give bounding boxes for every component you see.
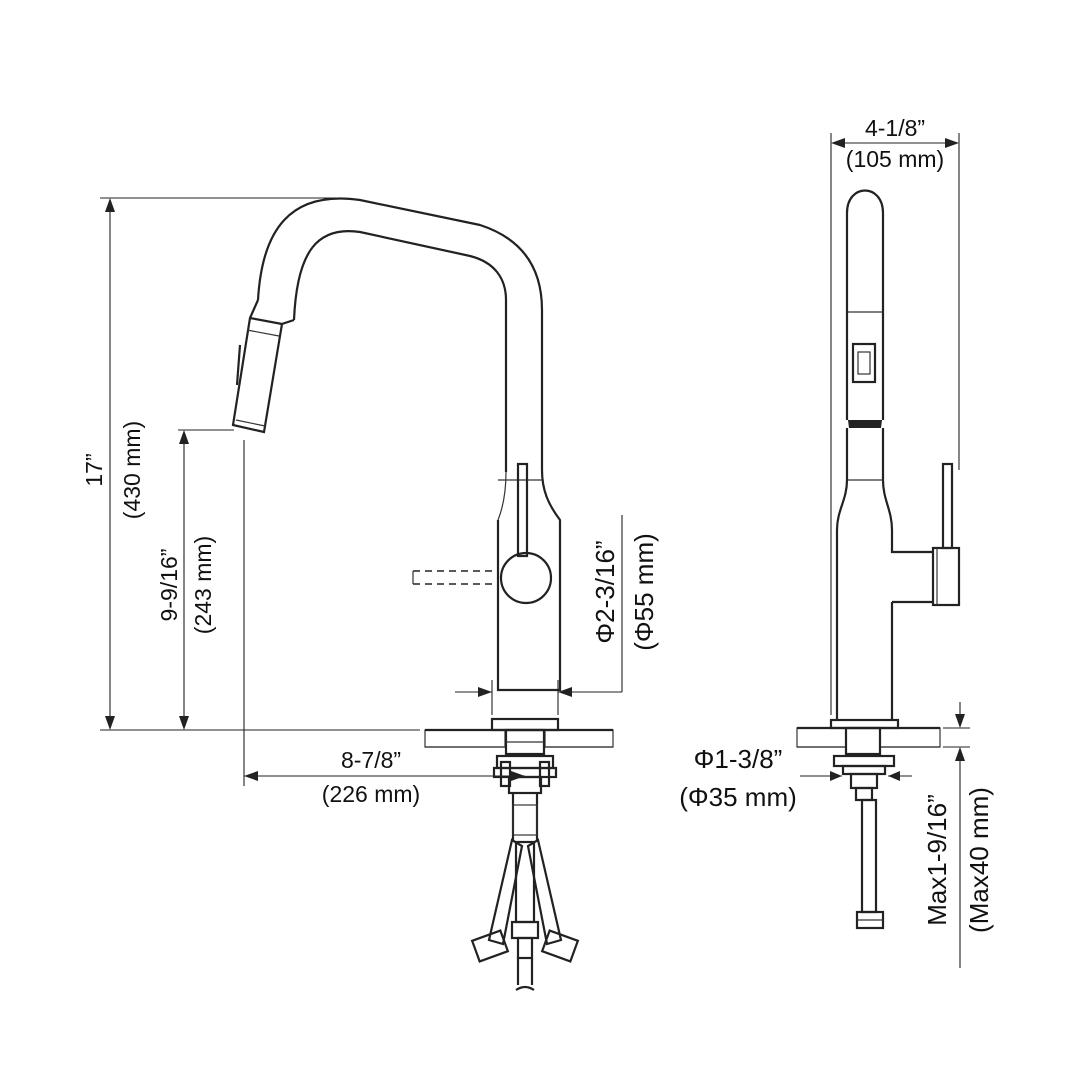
spray-head-front xyxy=(231,299,295,434)
base-diameter-imperial: Φ2-3/16” xyxy=(590,540,620,643)
dimension-total-height: 17” (430 mm) xyxy=(81,197,420,731)
side-view: 4-1/8” (105 mm) Φ1-3/8” (Φ35 mm) Max1-9/… xyxy=(679,115,994,968)
dimension-base-diameter: Φ2-3/16” (Φ55 mm) xyxy=(455,515,659,715)
countertop-front xyxy=(424,728,614,748)
deck-thickness-imperial: Max1-9/16” xyxy=(922,794,952,926)
side-width-metric: (105 mm) xyxy=(846,146,944,172)
dimension-spout-height: 9-9/16” (243 mm) xyxy=(156,429,234,730)
dimension-side-width: 4-1/8” (105 mm) xyxy=(830,115,960,715)
body-side xyxy=(829,189,933,756)
handle-front xyxy=(412,462,553,605)
spout-front xyxy=(256,197,562,692)
deck-thickness-metric: (Max40 mm) xyxy=(964,787,994,933)
spout-height-metric: (243 mm) xyxy=(190,536,216,634)
total-height-metric: (430 mm) xyxy=(119,421,145,519)
hole-diameter-metric: (Φ35 mm) xyxy=(679,782,797,812)
dimension-hole-diameter: Φ1-3/8” (Φ35 mm) xyxy=(679,744,912,812)
dimension-deck-thickness: Max1-9/16” (Max40 mm) xyxy=(922,702,994,968)
dimension-reach: 8-7/8” (226 mm) xyxy=(243,440,525,807)
spout-height-imperial: 9-9/16” xyxy=(156,549,182,622)
base-front xyxy=(490,717,560,756)
mounting-hardware-side xyxy=(832,754,896,930)
countertop-side xyxy=(796,726,941,748)
base-diameter-metric: (Φ55 mm) xyxy=(629,533,659,651)
hole-diameter-imperial: Φ1-3/8” xyxy=(694,744,783,774)
front-view: 17” (430 mm) 9-9/16” (243 mm) 8-7/8” (22… xyxy=(81,197,659,991)
reach-imperial: 8-7/8” xyxy=(341,747,401,773)
handle-side xyxy=(931,462,961,607)
side-width-imperial: 4-1/8” xyxy=(865,115,925,141)
mounting-hardware-front xyxy=(470,754,580,991)
reach-metric: (226 mm) xyxy=(322,781,420,807)
total-height-imperial: 17” xyxy=(81,453,107,486)
